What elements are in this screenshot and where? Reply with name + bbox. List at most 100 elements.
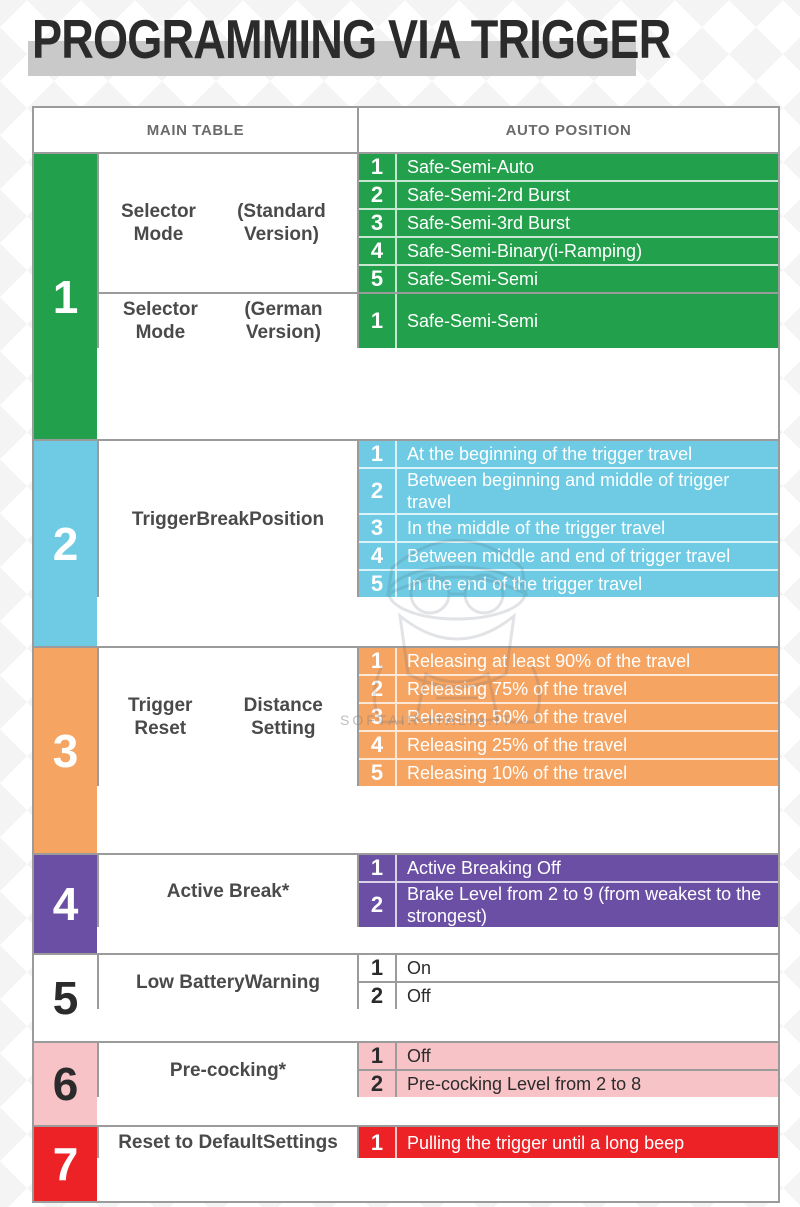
table-row[interactable]: 2 Pre-cocking Level from 2 to 8 bbox=[359, 1069, 778, 1097]
option-text: Safe-Semi-Binary(i-Ramping) bbox=[407, 241, 643, 261]
table-row[interactable]: 1 Pulling the trigger until a long beep bbox=[359, 1127, 778, 1158]
option-text: Brake Level from 2 to 9 (from weakest to… bbox=[407, 884, 762, 926]
page-title: PROGRAMMING VIA TRIGGER bbox=[32, 8, 671, 70]
option-number: 2 bbox=[359, 676, 397, 702]
option-number: 1 bbox=[359, 955, 397, 981]
table-row[interactable]: 4 Releasing 25% of the travel bbox=[359, 730, 778, 758]
table-row[interactable]: 5 Safe-Semi-Semi bbox=[359, 264, 778, 292]
table-row[interactable]: 2 Releasing 75% of the travel bbox=[359, 674, 778, 702]
header-main-table: MAIN TABLE bbox=[34, 108, 359, 152]
subgroup-label-line: (Standard Version) bbox=[237, 201, 326, 245]
option-number: 3 bbox=[359, 704, 397, 730]
subgroup-label-line: Active Break* bbox=[166, 880, 290, 902]
option-number: 1 bbox=[359, 154, 397, 180]
option-text: In the end of the trigger travel bbox=[407, 574, 643, 594]
subgroup-label-line: Warning bbox=[244, 971, 321, 993]
group-number: 7 bbox=[34, 1127, 97, 1201]
subgroup-label-line: Position bbox=[249, 508, 325, 530]
option-text: Safe-Semi-2rd Burst bbox=[407, 185, 571, 205]
option-text: Releasing at least 90% of the travel bbox=[407, 651, 691, 671]
option-text: Pulling the trigger until a long beep bbox=[407, 1132, 685, 1153]
option-number: 2 bbox=[359, 182, 397, 208]
header-auto-position: AUTO POSITION bbox=[359, 108, 778, 152]
subgroup-label-line: Pre-cocking* bbox=[169, 1059, 287, 1081]
subgroup-label-line: Reset to Default bbox=[118, 1132, 263, 1153]
option-text: Safe-Semi-Auto bbox=[407, 157, 535, 177]
table-row[interactable]: 1 At the beginning of the trigger travel bbox=[359, 441, 778, 467]
option-number: 1 bbox=[359, 441, 397, 467]
option-text: Pre-cocking Level from 2 to 8 bbox=[407, 1074, 642, 1094]
option-number: 2 bbox=[359, 883, 397, 927]
table-header-row: MAIN TABLE AUTO POSITION bbox=[34, 108, 778, 152]
subgroup-label: Selector Mode (Standard Version) bbox=[97, 154, 359, 292]
option-text: Releasing 75% of the travel bbox=[407, 679, 628, 699]
option-text: Safe-Semi-3rd Burst bbox=[407, 213, 571, 233]
option-number: 5 bbox=[359, 760, 397, 786]
table-row[interactable]: 2 Safe-Semi-2rd Burst bbox=[359, 180, 778, 208]
subgroup-label-line: (German Version) bbox=[244, 299, 323, 343]
table-row[interactable]: 3 In the middle of the trigger travel bbox=[359, 513, 778, 541]
option-number: 1 bbox=[359, 648, 397, 674]
subgroup-label-line: Selector Mode bbox=[122, 299, 198, 343]
subgroup-label: Selector Mode (German Version) bbox=[97, 294, 359, 348]
subgroup-label-line: Selector Mode bbox=[120, 201, 196, 245]
title-highlight-band bbox=[28, 41, 636, 76]
subgroup-label: Pre-cocking* bbox=[97, 1043, 359, 1097]
option-number: 3 bbox=[359, 515, 397, 541]
option-number: 2 bbox=[359, 1071, 397, 1097]
subgroup-label-line: Low Battery bbox=[135, 971, 245, 993]
option-text: Releasing 25% of the travel bbox=[407, 735, 628, 755]
subgroup-label-line: Trigger bbox=[131, 508, 197, 530]
option-text: At the beginning of the trigger travel bbox=[407, 444, 693, 464]
option-number: 5 bbox=[359, 266, 397, 292]
title-area: PROGRAMMING VIA TRIGGER bbox=[0, 0, 800, 96]
option-text: Safe-Semi-Semi bbox=[407, 269, 539, 289]
option-text: Off bbox=[407, 1046, 431, 1066]
option-number: 4 bbox=[359, 732, 397, 758]
table-row[interactable]: 1 Safe-Semi-Auto bbox=[359, 154, 778, 180]
option-number: 1 bbox=[359, 1127, 397, 1158]
option-text: In the middle of the trigger travel bbox=[407, 518, 666, 538]
table-row[interactable]: 1 Releasing at least 90% of the travel bbox=[359, 648, 778, 674]
option-number: 1 bbox=[359, 294, 397, 348]
group-number: 6 bbox=[34, 1043, 97, 1125]
subgroup-label-line: Distance Setting bbox=[243, 695, 323, 739]
